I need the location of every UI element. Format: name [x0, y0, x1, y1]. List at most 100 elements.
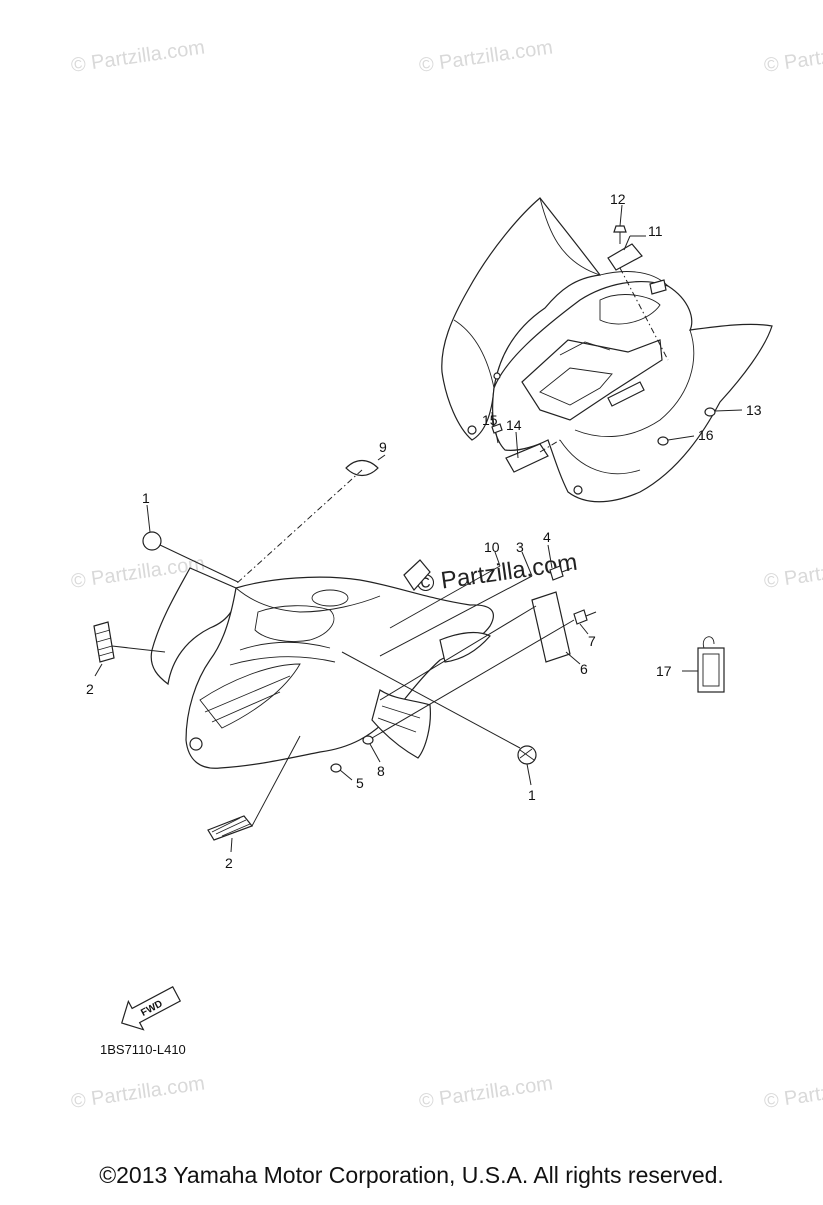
leader-line [491, 411, 494, 428]
nut-icon [362, 735, 374, 745]
hang-tag-string [702, 636, 715, 649]
callout-1: 1 [528, 787, 536, 803]
rear-fender-fin-edge [453, 319, 495, 389]
front-fender-headlight [189, 737, 203, 751]
reflector-decal [207, 815, 253, 841]
leader-line [369, 743, 381, 763]
leader-line [547, 544, 553, 569]
leader-line [389, 565, 501, 629]
watermark: © Partzilla.com [418, 36, 555, 77]
watermark: © Partzilla.com [763, 36, 823, 77]
callout-16: 16 [698, 427, 714, 443]
leader-line [251, 735, 301, 827]
front-fender-ridge [235, 587, 381, 613]
leader-line [94, 663, 103, 677]
leader-line [521, 551, 533, 577]
screw-shank [495, 432, 499, 444]
fwd-arrow: FWD [120, 986, 182, 1031]
leader-dashed [619, 267, 669, 361]
callout-6: 6 [580, 661, 588, 677]
callout-12: 12 [610, 191, 626, 207]
front-fender-grille-bar [204, 675, 291, 713]
leader-line [146, 504, 151, 533]
callout-9: 9 [379, 439, 387, 455]
rear-fender-tray-inner [539, 367, 613, 406]
leader-line [159, 544, 239, 583]
plate-part [607, 243, 643, 271]
leader-line [339, 769, 353, 781]
front-fender-side-line [377, 717, 417, 733]
hang-tag-inner [702, 653, 720, 687]
callout-5: 5 [356, 775, 364, 791]
leader-line [230, 837, 233, 853]
leader-line [111, 645, 166, 653]
callouts: 1 1 2 2 3 4 5 6 7 8 9 10 11 12 13 14 15 … [86, 191, 762, 871]
leader-dashed [539, 439, 561, 453]
decal-circle [142, 531, 162, 551]
reflector-hatch [95, 629, 114, 657]
rear-fender-tray [521, 339, 663, 421]
front-fender-side-line [381, 705, 421, 719]
hang-tag [682, 636, 725, 693]
leader-line [379, 605, 537, 701]
callout-10: 10 [484, 539, 500, 555]
watermark: © Partzilla.com [70, 36, 207, 77]
leader-line [379, 575, 533, 657]
callout-15: 15 [482, 412, 498, 428]
rear-fender-mount-hole [493, 372, 501, 380]
callout-7: 7 [588, 633, 596, 649]
rear-fender-recess [599, 294, 661, 325]
copyright-notice: ©2013 Yamaha Motor Corporation, U.S.A. A… [99, 1162, 724, 1188]
front-fender [150, 559, 494, 769]
leader-dashed [235, 469, 363, 585]
drawing-code: 1BS7110-L410 [100, 1042, 186, 1057]
front-fender-left-flap [150, 567, 237, 686]
bolt-icon [549, 565, 564, 581]
leader-line [526, 763, 532, 786]
rear-fender-label-strip [649, 279, 667, 295]
callout-17: 17 [656, 663, 672, 679]
front-fender-rear-flap [439, 631, 491, 663]
emblem-part [345, 459, 379, 477]
front-fender-body [185, 576, 494, 769]
rear-fender-mount-hole [467, 425, 477, 435]
watermark: © Partzilla.com [418, 1072, 555, 1113]
callout-14: 14 [506, 417, 522, 433]
rear-fender-edge [559, 439, 641, 475]
front-fender-grille [199, 663, 301, 729]
rear-fender-fin-edge [539, 197, 601, 276]
rear-hardware [491, 204, 743, 473]
callout-13: 13 [746, 402, 762, 418]
callout-2: 2 [86, 681, 94, 697]
front-fender-line [239, 641, 331, 651]
watermarks: © Partzilla.com © Partzilla.com © Partzi… [70, 36, 823, 1113]
leader-line [515, 431, 519, 459]
callout-4: 4 [543, 529, 551, 545]
front-fender-recess [254, 605, 335, 642]
front-fender-line [229, 656, 336, 666]
leader-line [371, 619, 575, 739]
callout-3: 3 [516, 539, 524, 555]
rear-fender-tray-rib [559, 341, 611, 356]
front-fender-tab [403, 559, 431, 591]
rear-fender [441, 197, 773, 503]
screw-icon [491, 423, 503, 434]
front-fender-side-panel [371, 689, 431, 759]
bolt-shank [585, 611, 597, 617]
leader-line [494, 551, 501, 567]
bolt-icon [613, 225, 627, 233]
front-fender-grille-bar [211, 691, 281, 723]
nut-icon [657, 436, 669, 446]
plate-part [531, 591, 571, 663]
rear-fender-mount-hole [573, 485, 583, 495]
nut-icon [704, 407, 716, 417]
rear-fender-edge [574, 329, 695, 438]
leader-line [667, 435, 695, 441]
hang-tag-card [697, 647, 725, 693]
watermark: © Partzilla.com [763, 552, 823, 593]
leader-line [619, 204, 623, 227]
bolt-shank [561, 567, 573, 573]
leader-line [565, 651, 581, 665]
